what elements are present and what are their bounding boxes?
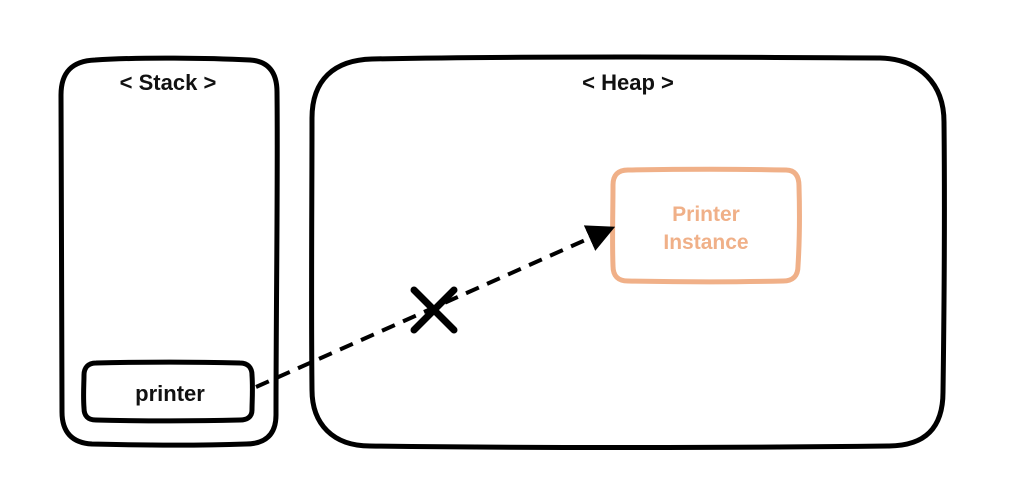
printer-variable-box — [81, 359, 255, 424]
cross-icon — [410, 286, 458, 334]
stack-border — [58, 55, 280, 448]
printer-instance-label-line2: Instance — [663, 231, 748, 254]
heap-title: < Heap > — [582, 70, 674, 95]
printer-variable: printer — [81, 359, 255, 424]
stack-region: < Stack > printer — [58, 55, 280, 448]
printer-instance-box — [610, 166, 802, 285]
stack-title: < Stack > — [120, 70, 217, 95]
heap-border — [309, 54, 947, 450]
heap-region: < Heap > Printer Instance — [309, 54, 947, 450]
printer-instance-label-line1: Printer — [672, 203, 740, 226]
printer-variable-label: printer — [135, 381, 205, 406]
printer-instance: Printer Instance — [610, 166, 802, 285]
broken-reference — [255, 225, 616, 389]
